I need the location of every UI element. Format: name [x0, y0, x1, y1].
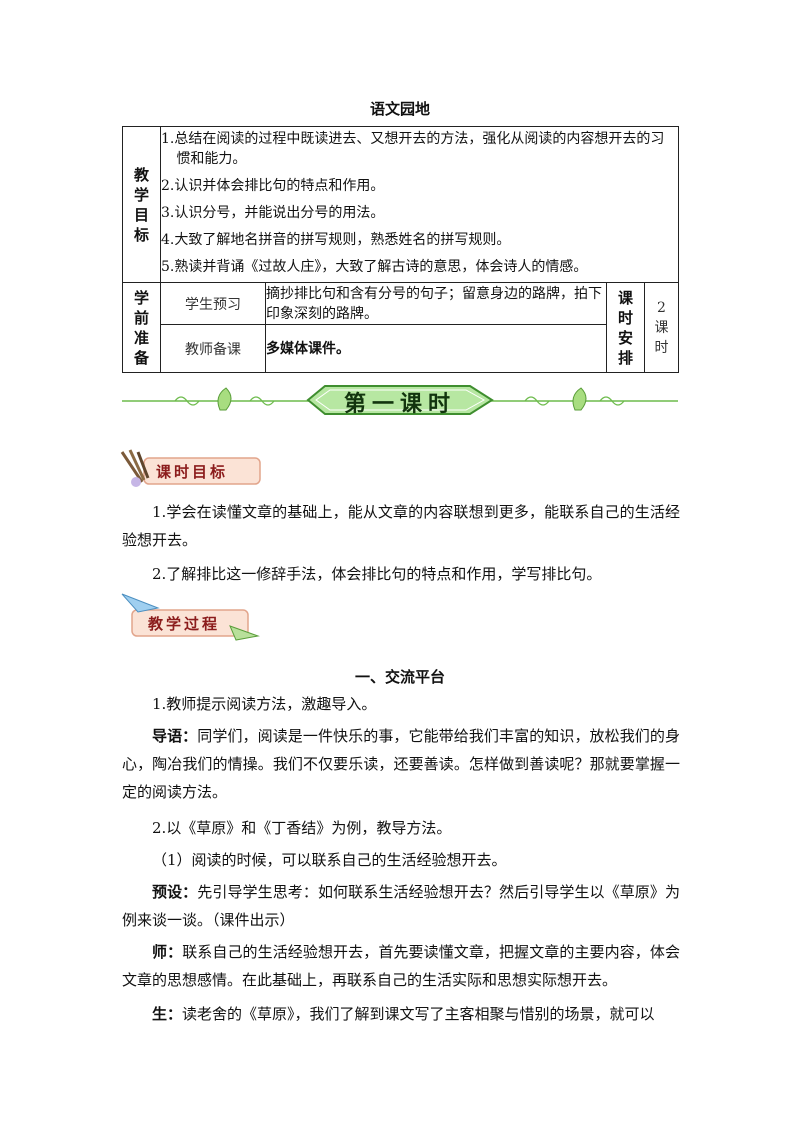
student-prep-text: 摘抄排比句和含有分号的句子；留意身边的路牌，拍下印象深刻的路牌。: [265, 282, 607, 325]
goals-cell: 1.总结在阅读的过程中既读进去、又想开去的方法，强化从阅读的内容想开去的习惯和能…: [160, 126, 679, 283]
lesson-plan-table: 教 学 目 标 1.总结在阅读的过程中既读进去、又想开去的方法，强化从阅读的内容…: [122, 126, 679, 373]
teacher-prep-text: 多媒体课件。: [265, 324, 607, 373]
teacher-prep-label: 教师备课: [160, 324, 266, 373]
intro-lead: 导语：: [152, 727, 198, 745]
section-heading: 一、交流平台: [354, 668, 445, 686]
process-badge: 教学过程: [118, 592, 268, 644]
objectives-badge: 课时目标: [118, 448, 268, 490]
paper-plane-icon: [121, 593, 260, 641]
teacher-paragraph: 师：联系自己的生活经验想开去，首先要读懂文章，把握文章的主要内容，体会文章的思想…: [122, 938, 680, 994]
process-badge-text: 教学过程: [148, 615, 221, 633]
page-title: 语文园地: [369, 100, 430, 118]
sub-step-1: （1）阅读的时候，可以联系自己的生活经验想开去。: [152, 851, 507, 869]
intro-text: 同学们，阅读是一件快乐的事，它能带给我们丰富的知识，放松我们的身心，陶冶我们的情…: [122, 727, 680, 801]
schedule-value: 2 课 时: [644, 282, 679, 373]
objective-item: 2.了解排比这一修辞手法，体会排比句的特点和作用，学写排比句。: [152, 565, 602, 583]
step-2: 2.以《草原》和《丁香结》为例，教导方法。: [152, 819, 452, 837]
schedule-header: 课 时 安 排: [606, 282, 645, 373]
brush-icon: [120, 449, 261, 487]
teacher-text: 联系自己的生活经验想开去，首先要读懂文章，把握文章的主要内容，体会文章的思想感情…: [122, 943, 680, 989]
goal-item: 3.认识分号，并能说出分号的用法。: [161, 205, 385, 221]
goal-item: 5.熟读并背诵《过故人庄》，大致了解古诗的意思，体会诗人的情感。: [161, 259, 588, 275]
prep-header: 学 前 准 备: [122, 282, 161, 373]
goal-item: 4.大致了解地名拼音的拼写规则，熟悉姓名的拼写规则。: [161, 232, 511, 248]
goal-item: 1.总结在阅读的过程中既读进去、又想开去的方法，强化从阅读的内容想开去的习惯和能…: [161, 131, 665, 167]
student-lead: 生：: [152, 1005, 183, 1023]
goal-item: 2.认识并体会排比句的特点和作用。: [161, 178, 385, 194]
student-text: 读老舍的《草原》，我们了解到课文写了主客相聚与惜别的场景，就可以: [182, 1005, 655, 1023]
lesson-banner-title: 第一课时: [343, 392, 456, 417]
step-1: 1.教师提示阅读方法，激趣导入。: [152, 695, 377, 713]
lesson-banner: 第一课时: [120, 380, 680, 420]
teacher-lead: 师：: [152, 943, 183, 961]
student-prep-label: 学生预习: [160, 282, 266, 325]
goals-header: 教 学 目 标: [122, 126, 161, 283]
preset-text: 先引导学生思考：如何联系生活经验想开去？然后引导学生以《草原》为例来谈一谈。（课…: [122, 883, 680, 929]
banner-decoration-icon: [122, 385, 678, 415]
intro-paragraph: 导语：同学们，阅读是一件快乐的事，它能带给我们丰富的知识，放松我们的身心，陶冶我…: [122, 722, 680, 806]
objective-item: 1.学会在读懂文章的基础上，能从文章的内容联想到更多，能联系自己的生活经验想开去…: [122, 503, 680, 549]
preset-paragraph: 预设：先引导学生思考：如何联系生活经验想开去？然后引导学生以《草原》为例来谈一谈…: [122, 878, 680, 934]
preset-lead: 预设：: [152, 883, 198, 901]
objectives-badge-text: 课时目标: [156, 463, 229, 481]
student-paragraph: 生：读老舍的《草原》，我们了解到课文写了主客相聚与惜别的场景，就可以: [122, 1000, 680, 1028]
